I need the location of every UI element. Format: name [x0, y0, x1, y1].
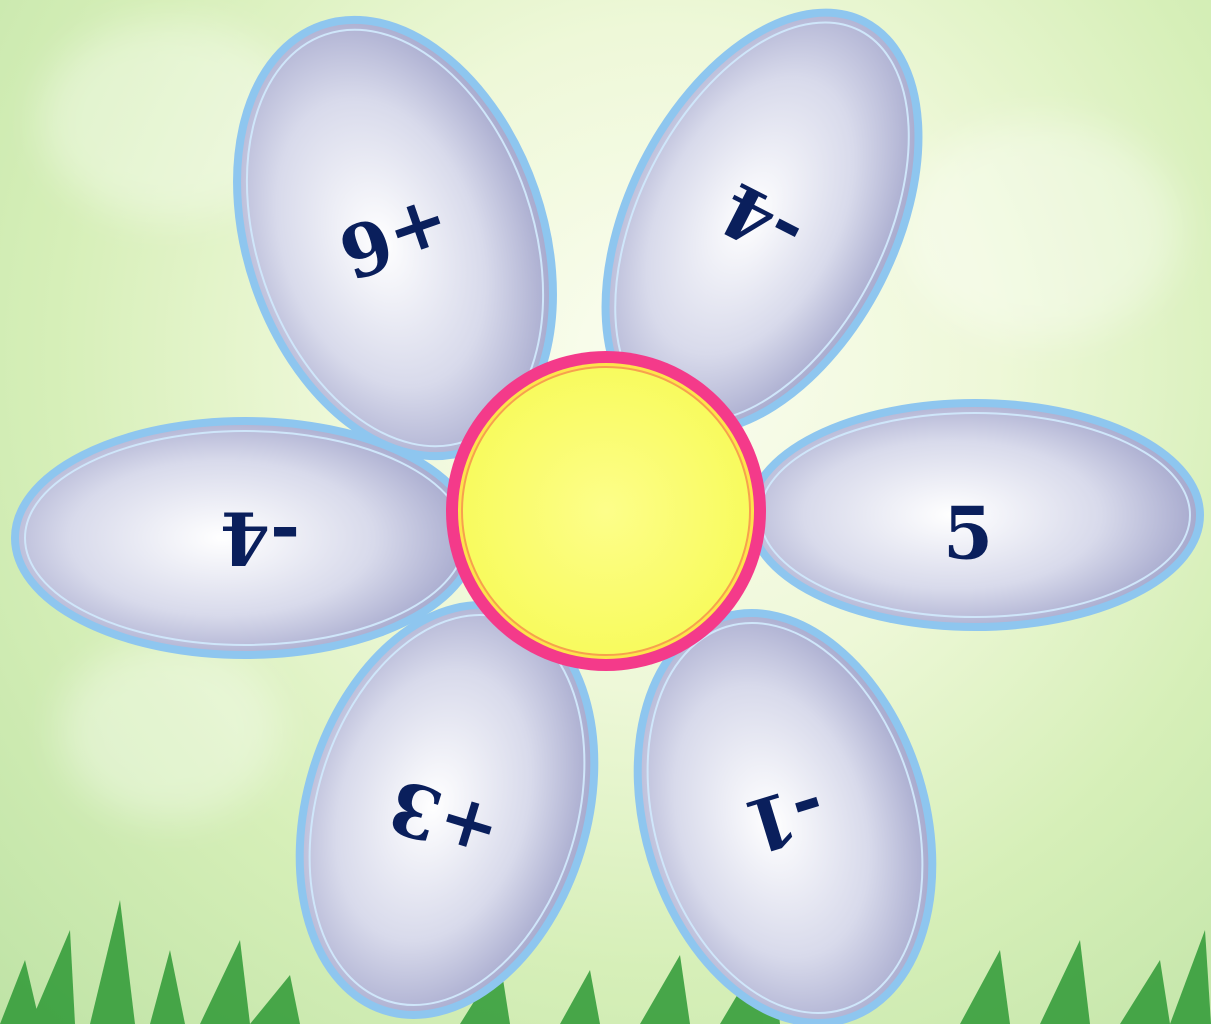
- petal-right-number: 5: [943, 491, 993, 576]
- grass-decoration: [0, 900, 1211, 1024]
- petal-left[interactable]: -4: [15, 421, 475, 655]
- petal-right[interactable]: 5: [750, 403, 1200, 627]
- flower-center[interactable]: [446, 351, 766, 671]
- petal-left-number: -4: [220, 496, 300, 581]
